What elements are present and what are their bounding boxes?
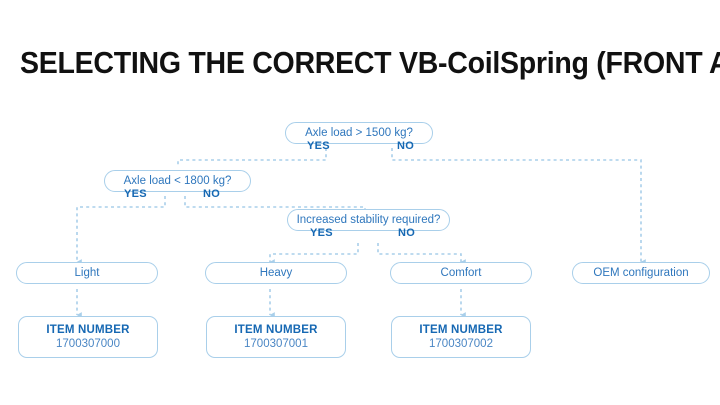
item-number-heading: ITEM NUMBER	[419, 324, 503, 336]
category-label: Heavy	[259, 267, 293, 279]
item-number-value: 1700307001	[244, 338, 308, 350]
decision-node-axle-load-1500[interactable]: Axle load > 1500 kg?	[285, 122, 433, 144]
connector-d1-no	[391, 148, 646, 265]
branch-label-d3-yes: YES	[310, 227, 333, 239]
page-title: SELECTING THE CORRECT VB-CoilSpring (FRO…	[20, 45, 720, 80]
category-node-oem-configuration[interactable]: OEM configuration	[572, 262, 710, 284]
decision-question: Axle load > 1500 kg?	[305, 127, 413, 139]
connector-d3-yes	[269, 243, 359, 265]
item-number-card-comfort[interactable]: ITEM NUMBER 1700307002	[391, 316, 531, 358]
category-label: OEM configuration	[593, 267, 689, 279]
decision-question: Axle load < 1800 kg?	[123, 175, 232, 187]
item-number-heading: ITEM NUMBER	[46, 324, 130, 336]
branch-label-d1-yes: YES	[307, 140, 330, 152]
branch-label-d3-no: NO	[398, 227, 416, 239]
item-number-value: 1700307000	[56, 338, 120, 350]
item-number-value: 1700307002	[429, 338, 493, 350]
item-number-card-heavy[interactable]: ITEM NUMBER 1700307001	[206, 316, 346, 358]
branch-label-d2-yes: YES	[124, 188, 147, 200]
category-label: Light	[74, 267, 100, 279]
category-label: Comfort	[440, 267, 482, 279]
decision-node-increased-stability[interactable]: Increased stability required?	[287, 209, 450, 231]
item-number-heading: ITEM NUMBER	[234, 324, 318, 336]
category-node-heavy[interactable]: Heavy	[205, 262, 347, 284]
decision-question: Increased stability required?	[296, 214, 441, 226]
connector-d2-yes	[76, 196, 166, 265]
item-number-card-light[interactable]: ITEM NUMBER 1700307000	[18, 316, 158, 358]
branch-label-d2-no: NO	[203, 188, 221, 200]
branch-label-d1-no: NO	[397, 140, 415, 152]
category-node-light[interactable]: Light	[16, 262, 158, 284]
decision-node-axle-load-1800[interactable]: Axle load < 1800 kg?	[104, 170, 251, 192]
category-node-comfort[interactable]: Comfort	[390, 262, 532, 284]
connector-d3-no	[377, 243, 466, 265]
connector-d1-yes	[177, 148, 327, 166]
